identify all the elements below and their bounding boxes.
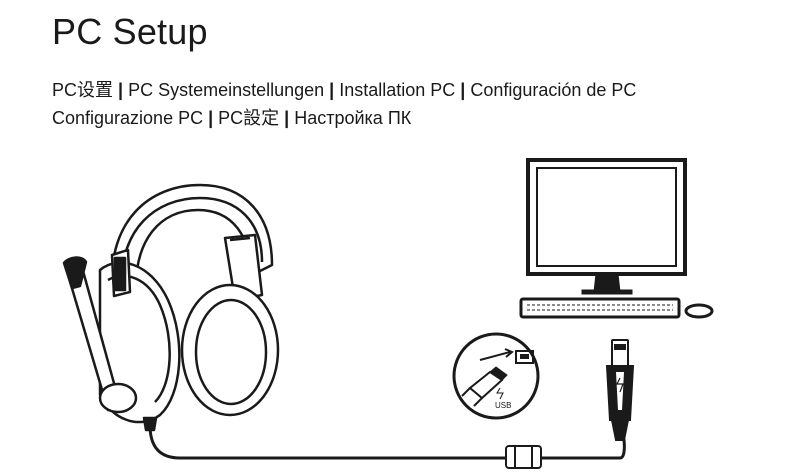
headset-icon [62, 183, 280, 432]
separator: | [208, 108, 214, 128]
computer-monitor-icon [526, 158, 687, 295]
title-zh-cn: PC设置 [52, 80, 114, 100]
separator: | [329, 80, 335, 100]
title-de: PC Systemeinstellungen [128, 80, 325, 100]
separator: | [284, 108, 290, 128]
title-ru: Настройка ПК [294, 108, 412, 128]
separator: | [118, 80, 124, 100]
title-es: Configuración de PC [470, 80, 637, 100]
usb-label: USB [495, 401, 511, 410]
keyboard-icon [519, 297, 681, 319]
usb-cable [148, 389, 626, 460]
title-fr: Installation PC [339, 80, 456, 100]
language-titles: PC设置|PC Systemeinstellungen|Installation… [52, 76, 772, 132]
separator: | [460, 80, 466, 100]
usb-plug-icon [605, 339, 635, 441]
language-line-2: Configurazione PC|PC設定|Настройка ПК [52, 104, 772, 132]
title-it: Configurazione PC [52, 108, 204, 128]
language-line-1: PC设置|PC Systemeinstellungen|Installation… [52, 76, 772, 104]
page-title: PC Setup [52, 11, 208, 52]
mouse-icon [684, 303, 714, 319]
usb-port-callout-icon: USB [452, 332, 540, 420]
inline-cable-clip-icon [505, 445, 542, 469]
title-ja: PC設定 [218, 108, 280, 128]
